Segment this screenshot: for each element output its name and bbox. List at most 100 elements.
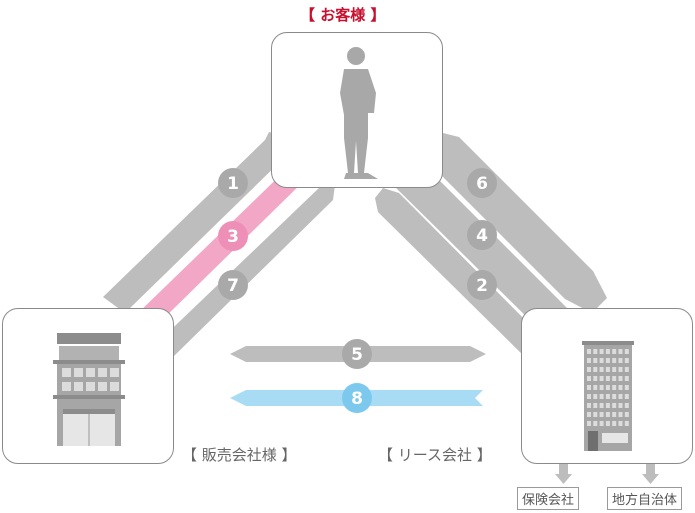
- window: [618, 349, 623, 354]
- window: [612, 358, 617, 363]
- flow-number: 5: [351, 345, 363, 365]
- window: [593, 349, 598, 354]
- window: [624, 421, 629, 426]
- dealer-building-icon: [53, 333, 125, 446]
- branch-arrow-local-gov: [642, 464, 659, 484]
- flow-arrow-3: 3: [136, 160, 311, 331]
- window: [599, 403, 604, 408]
- window: [593, 367, 598, 372]
- flow-number-circle: [467, 220, 497, 250]
- window: [599, 349, 604, 354]
- window: [599, 358, 604, 363]
- office-building-icon: [582, 341, 634, 451]
- window: [587, 358, 591, 363]
- flow-number: 3: [227, 227, 239, 247]
- lease-company-label: 【 リース会社 】: [378, 446, 492, 464]
- branch-arrow-insurance: [555, 464, 572, 484]
- customer-box: [271, 32, 443, 188]
- window: [599, 412, 604, 417]
- flow-number-circle: [218, 168, 248, 198]
- window: [618, 421, 623, 426]
- window: [599, 385, 604, 390]
- insurance-tag: 保険会社: [517, 487, 580, 510]
- window: [605, 394, 610, 399]
- window: [624, 367, 629, 372]
- customer-label: 【 お客様 】: [300, 6, 386, 24]
- window: [587, 421, 591, 426]
- window: [593, 412, 598, 417]
- flow-arrow-8: 8: [230, 383, 483, 413]
- flow-number-circle: [467, 168, 497, 198]
- window: [612, 412, 617, 417]
- window: [612, 394, 617, 399]
- window: [605, 349, 610, 354]
- flow-number: 4: [476, 226, 488, 246]
- window: [612, 367, 617, 372]
- flow-number: 2: [476, 276, 488, 296]
- window: [605, 403, 610, 408]
- window: [612, 376, 617, 381]
- window: [593, 394, 598, 399]
- window: [618, 403, 623, 408]
- window: [587, 394, 591, 399]
- window: [624, 358, 629, 363]
- window: [593, 376, 598, 381]
- flow-number: 8: [351, 389, 363, 409]
- window: [587, 403, 591, 408]
- window: [605, 376, 610, 381]
- flow-arrow-5: 5: [230, 339, 486, 369]
- window: [618, 385, 623, 390]
- window: [599, 376, 604, 381]
- window: [624, 349, 629, 354]
- window: [605, 385, 610, 390]
- arrow-shape: [390, 157, 584, 350]
- window: [618, 367, 623, 372]
- flow-number-circle: [467, 270, 497, 300]
- window: [618, 412, 623, 417]
- window: [587, 349, 591, 354]
- window: [612, 421, 617, 426]
- flow-number-circle: [342, 383, 372, 413]
- local-gov-tag: 地方自治体: [607, 487, 683, 510]
- flow-arrow-1: 1: [103, 132, 287, 313]
- flow-number: 6: [476, 174, 488, 194]
- window: [624, 403, 629, 408]
- window: [624, 394, 629, 399]
- window: [624, 385, 629, 390]
- window: [612, 385, 617, 390]
- window: [605, 367, 610, 372]
- dealer-label: 【 販売会社様 】: [182, 446, 297, 464]
- flow-arrow-6: 6: [428, 133, 607, 313]
- window: [599, 421, 604, 426]
- window: [605, 358, 610, 363]
- person-icon: [340, 47, 378, 179]
- flow-number-circle: [342, 339, 372, 369]
- window: [599, 367, 604, 372]
- lease-company-box: [521, 308, 693, 464]
- window: [587, 385, 591, 390]
- window: [612, 349, 617, 354]
- window: [593, 403, 598, 408]
- window: [624, 376, 629, 381]
- arrow-shape: [155, 185, 335, 361]
- window: [587, 367, 591, 372]
- flow-number: 7: [227, 276, 239, 296]
- flow-number: 1: [227, 174, 239, 194]
- flow-arrow-2: 2: [375, 188, 561, 374]
- window: [587, 412, 591, 417]
- flow-number-circle: [218, 270, 248, 300]
- window: [612, 403, 617, 408]
- window: [618, 376, 623, 381]
- window: [599, 394, 604, 399]
- dealer-box: [2, 308, 174, 464]
- window: [593, 358, 598, 363]
- flow-number-circle: [218, 221, 248, 251]
- window: [587, 376, 591, 381]
- window: [624, 412, 629, 417]
- window: [618, 394, 623, 399]
- flow-arrow-7: 7: [155, 185, 335, 361]
- flow-arrow-4: 4: [390, 157, 584, 350]
- window: [605, 412, 610, 417]
- window: [605, 421, 610, 426]
